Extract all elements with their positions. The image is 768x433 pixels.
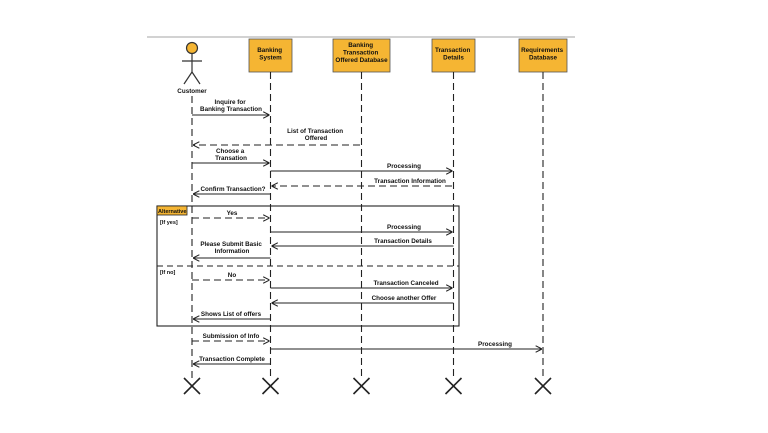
- message-label-17: Transaction Complete: [199, 356, 265, 363]
- message-label-7: Yes: [227, 210, 238, 217]
- lifeline-box-details: Transaction Details: [431, 38, 476, 73]
- destroy-icon: [444, 377, 463, 395]
- messages: [192, 115, 542, 364]
- message-label-14: Shows List of offers: [201, 311, 262, 318]
- message-label-9: Transaction Details: [374, 238, 432, 245]
- guard-no: [If no]: [160, 270, 175, 276]
- lifeline-box-banking-system: Banking System: [248, 38, 293, 73]
- lifeline-label-offered-db: Banking Transaction Offered Database: [335, 42, 388, 64]
- customer-actor: Customer: [177, 41, 207, 95]
- lifeline-label-banking-system: Banking System: [257, 47, 284, 62]
- message-label-3: Choose a Transation: [215, 148, 247, 162]
- message-label-13: Choose another Offer: [372, 295, 437, 302]
- message-labels: Inquire for Banking Transaction List of …: [199, 99, 512, 363]
- destroy-icon: [261, 377, 280, 395]
- message-label-2: List of Transaction Offered: [287, 128, 345, 142]
- message-label-1: Inquire for Banking Transaction: [200, 99, 262, 113]
- destroy-icon: [352, 377, 371, 395]
- lifeline-box-requirements-db: Requirements Database: [518, 38, 568, 73]
- fragment-tag-box: [156, 205, 188, 216]
- message-label-12: Transaction Canceled: [373, 280, 438, 287]
- destroy-icon: [534, 377, 552, 395]
- lifeline-label-requirements-db: Requirements Database: [521, 47, 565, 62]
- guard-yes: [If yes]: [160, 220, 178, 226]
- message-label-11: No: [228, 272, 237, 279]
- destroy-icon: [183, 377, 201, 395]
- message-label-4: Processing: [387, 163, 421, 170]
- destruction-marks: [183, 377, 552, 395]
- message-label-16: Processing: [478, 341, 512, 348]
- actor-head-icon: [185, 41, 199, 55]
- fragment-tag: Alternative: [158, 209, 186, 215]
- message-label-8: Processing: [387, 224, 421, 231]
- message-label-15: Submission of Info: [203, 333, 260, 340]
- lifelines: [191, 72, 544, 380]
- lifeline-box-offered-db: Banking Transaction Offered Database: [332, 38, 391, 73]
- actor-label-customer: Customer: [177, 88, 207, 95]
- message-label-10: Please Submit Basic Information: [200, 241, 263, 255]
- lifeline-label-details: Transaction Details: [435, 47, 472, 62]
- message-label-5: Transaction Information: [374, 178, 446, 185]
- message-label-6: Confirm Transaction?: [200, 186, 265, 193]
- alt-fragment: Alternative [If yes] [If no]: [156, 205, 460, 327]
